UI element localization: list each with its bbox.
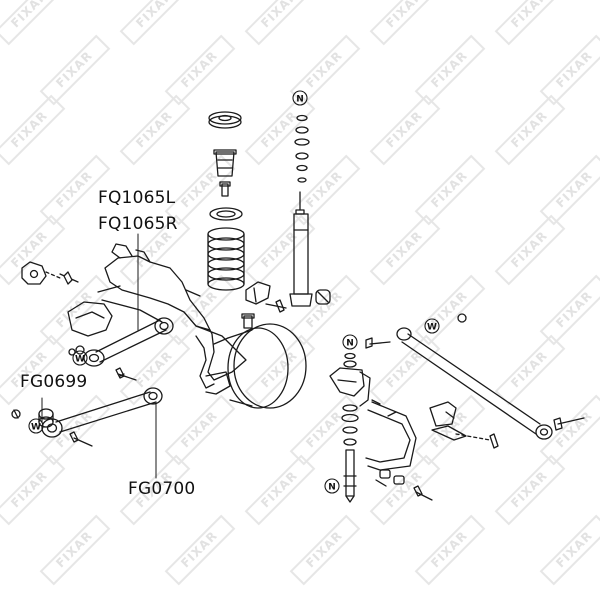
bump-bracket	[245, 281, 331, 313]
part-markers	[28, 90, 440, 494]
stabilizer-bar	[365, 399, 433, 501]
lateral-rod	[396, 313, 585, 440]
stabilizer-link-stack	[329, 337, 391, 503]
washer-marker-label: W	[31, 423, 41, 433]
rod-bracket	[429, 401, 499, 449]
bushing-parts	[11, 408, 54, 428]
nut-marker-label: N	[346, 339, 354, 349]
leader-lines	[41, 233, 157, 479]
washer-marker-label: W	[75, 355, 85, 365]
lower-control-arm	[41, 387, 163, 438]
arm-bolts	[59, 271, 137, 447]
mount-bracket	[21, 261, 61, 285]
washer-marker-label: W	[427, 323, 437, 333]
callout-fq1065l: FQ1065L	[98, 188, 176, 208]
nut-marker-label: N	[328, 483, 336, 493]
nut-marker-label: N	[296, 95, 304, 105]
callout-fg0700: FG0700	[128, 479, 196, 499]
callout-fq1065r: FQ1065R	[98, 214, 178, 234]
axle-housing	[67, 243, 307, 409]
shock-absorber	[289, 114, 313, 307]
upper-control-arm	[83, 317, 174, 367]
spring-stack	[207, 111, 245, 291]
callout-fg0699: FG0699	[20, 372, 88, 392]
